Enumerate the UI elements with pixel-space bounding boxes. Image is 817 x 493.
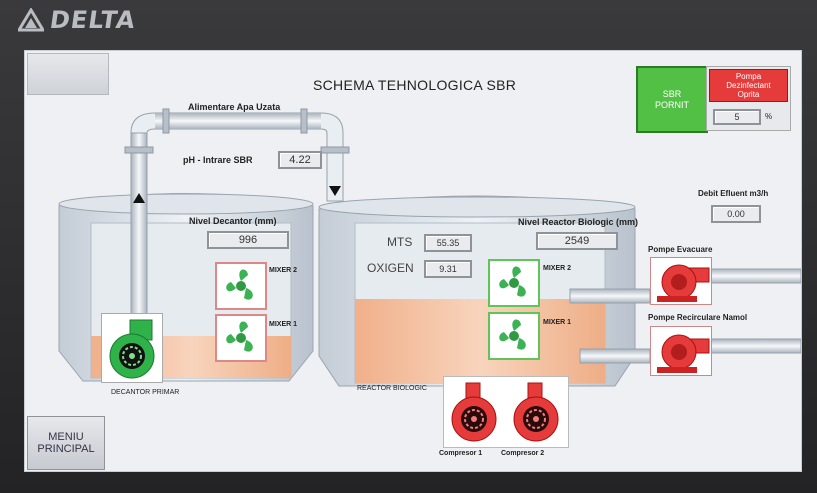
feed-label: Alimentare Apa Uzata xyxy=(188,102,281,112)
decantor-level-label: Nivel Decantor (mm) xyxy=(189,216,277,226)
header-panel xyxy=(27,53,109,95)
decantor-pump[interactable] xyxy=(101,313,163,383)
reactor-mixer-2[interactable] xyxy=(488,259,540,307)
oxigen-value: 9.31 xyxy=(424,260,472,278)
pompa-recirculare[interactable] xyxy=(650,326,712,376)
ph-value: 4.22 xyxy=(278,151,322,169)
menu-principal-button[interactable]: MENIU PRINCIPAL xyxy=(27,416,105,470)
reactor-level-value: 2549 xyxy=(536,232,618,250)
compressor-panel xyxy=(443,376,569,448)
compresor-2-icon[interactable] xyxy=(513,382,559,442)
pump-icon xyxy=(109,319,155,379)
reactor-mixer-2-label: MIXER 2 xyxy=(543,265,572,272)
pompa-percent-unit: % xyxy=(765,112,773,121)
brand: DELTA xyxy=(18,6,138,34)
pompa-button-line3: Oprita xyxy=(737,90,760,99)
reactor-name: REACTOR BIOLOGIC xyxy=(357,385,427,392)
fan-icon xyxy=(499,266,526,297)
menu-button-line2: PRINCIPAL xyxy=(37,443,95,455)
pompa-evacuare[interactable] xyxy=(650,257,712,305)
debit-label: Debit Efluent m3/h xyxy=(698,189,769,198)
pompe-evacuare-label: Pompe Evacuare xyxy=(648,245,713,254)
sbr-button-line2: PORNIT xyxy=(654,99,689,110)
outlet-pipes xyxy=(569,268,801,364)
pompa-button-line1: Pompa xyxy=(735,72,762,81)
pompe-recirculare-label: Pompe Recirculare Namol xyxy=(648,313,748,322)
compresor-2-label: Compresor 2 xyxy=(501,450,545,457)
fan-icon xyxy=(499,319,526,350)
reactor-level-label: Nivel Reactor Biologic (mm) xyxy=(518,217,639,227)
decantor-name: DECANTOR PRIMAR xyxy=(111,389,180,396)
pompa-button-line2: Dezinfectant xyxy=(726,81,771,90)
sbr-button-line1: SBR xyxy=(662,88,682,99)
decantor-mixer-1[interactable] xyxy=(215,314,267,362)
decantor-mixer-2-label: MIXER 2 xyxy=(269,267,298,274)
mts-label: MTS xyxy=(387,235,413,249)
hmi-screen: SCHEMA TEHNOLOGICA SBR Alimentare Apa Uz… xyxy=(24,50,802,472)
pompa-percent-input[interactable]: 5 xyxy=(713,109,761,125)
decantor-level-value: 996 xyxy=(207,231,289,249)
delta-logo-icon xyxy=(18,8,44,32)
fan-icon xyxy=(226,269,253,300)
ph-label: pH - Intrare SBR xyxy=(183,155,253,165)
reactor-mixer-1[interactable] xyxy=(488,312,540,360)
decantor-mixer-2[interactable] xyxy=(215,262,267,310)
mts-value: 55.35 xyxy=(424,234,472,252)
debit-value: 0.00 xyxy=(711,205,761,223)
feed-pipe xyxy=(124,108,350,364)
page-title: SCHEMA TEHNOLOGICA SBR xyxy=(313,77,517,93)
pompa-dezinfectant-panel: Pompa Dezinfectant Oprita 5 % xyxy=(706,66,791,131)
brand-name: DELTA xyxy=(48,6,138,34)
sbr-status-button[interactable]: SBR PORNIT xyxy=(636,66,708,133)
reactor-tank xyxy=(318,195,636,387)
pump-icon xyxy=(657,264,710,302)
menu-button-line1: MENIU xyxy=(48,431,84,443)
fan-icon xyxy=(226,321,253,352)
compresor-1-icon[interactable] xyxy=(451,382,497,442)
compresor-1-label: Compresor 1 xyxy=(439,450,483,457)
pompa-dezinfectant-button[interactable]: Pompa Dezinfectant Oprita xyxy=(709,69,788,102)
reactor-mixer-1-label: MIXER 1 xyxy=(543,319,572,326)
decantor-mixer-1-label: MIXER 1 xyxy=(269,321,298,328)
pump-icon xyxy=(657,334,710,373)
oxigen-label: OXIGEN xyxy=(367,261,414,275)
